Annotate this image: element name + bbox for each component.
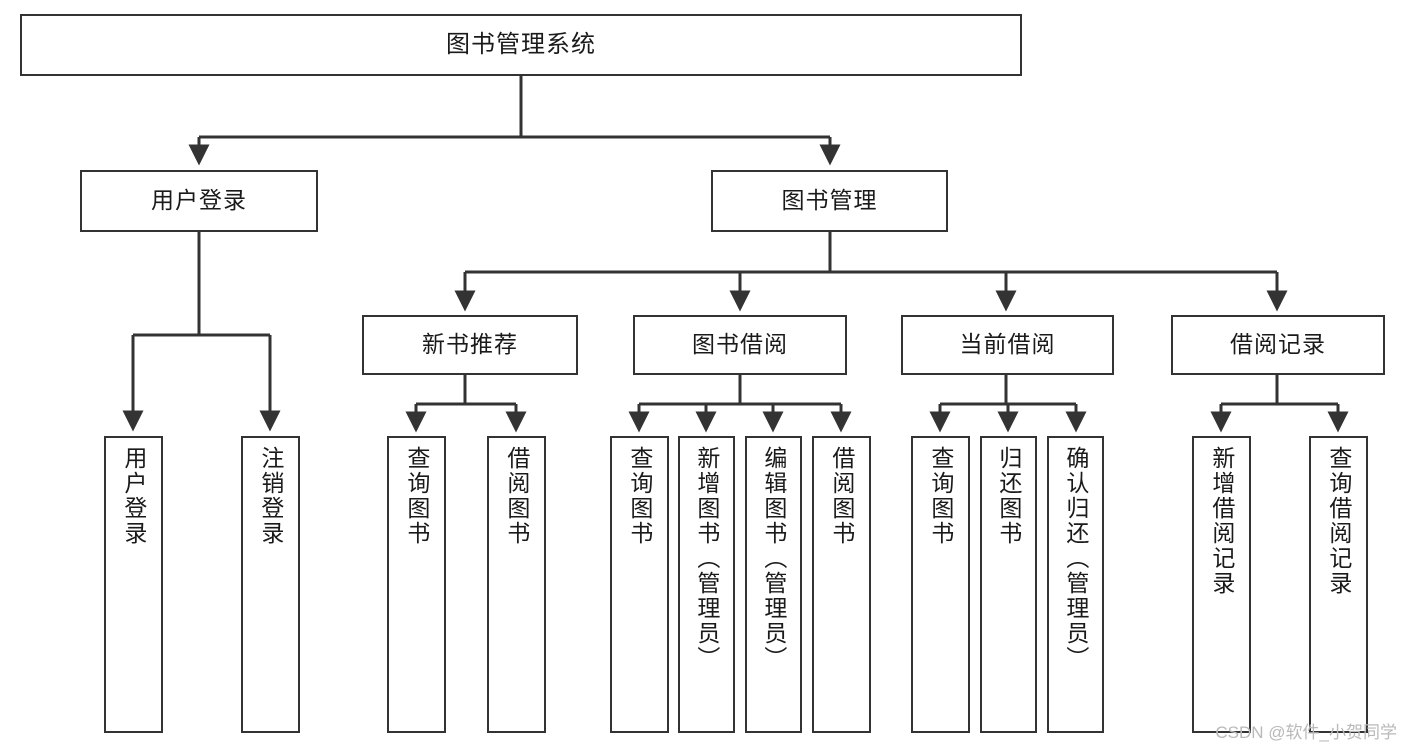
leaf-query-book-current[interactable]: 查询图书 (911, 436, 970, 733)
node-book-management[interactable]: 图书管理 (711, 170, 948, 232)
node-label: 查询图书 (927, 446, 954, 546)
leaf-return-book[interactable]: 归还图书 (980, 436, 1037, 733)
leaf-add-borrow-record[interactable]: 新增借阅记录 (1192, 436, 1251, 733)
node-label: 查询借阅记录 (1325, 446, 1352, 596)
leaf-query-book-borrow[interactable]: 查询图书 (610, 436, 669, 733)
node-label: 编辑图书（管理员） (760, 446, 787, 671)
node-new-book-recommend[interactable]: 新书推荐 (362, 315, 578, 375)
node-label: 用户登录 (120, 446, 147, 546)
leaf-borrow-book-rec[interactable]: 借阅图书 (487, 436, 546, 733)
node-label: 图书管理 (781, 187, 878, 214)
node-borrow-record[interactable]: 借阅记录 (1171, 315, 1385, 375)
node-label: 图书借阅 (692, 331, 788, 358)
node-book-borrow[interactable]: 图书借阅 (633, 315, 847, 375)
leaf-confirm-return-admin[interactable]: 确认归还（管理员） (1047, 436, 1104, 733)
node-label: 查询图书 (626, 446, 653, 546)
leaf-user-login[interactable]: 用户登录 (104, 436, 163, 733)
node-current-borrow[interactable]: 当前借阅 (901, 315, 1114, 375)
node-user-login[interactable]: 用户登录 (80, 170, 318, 232)
node-label: 归还图书 (995, 446, 1022, 546)
node-root-system[interactable]: 图书管理系统 (20, 14, 1022, 76)
csdn-watermark: CSDN @软件_小贺同学 (1215, 723, 1397, 742)
node-label: 当前借阅 (959, 331, 1056, 358)
node-label: 借阅图书 (828, 446, 855, 546)
leaf-query-borrow-record[interactable]: 查询借阅记录 (1309, 436, 1368, 733)
node-label: 查询图书 (403, 446, 430, 546)
node-label: 新增借阅记录 (1208, 446, 1235, 596)
leaf-borrow-book[interactable]: 借阅图书 (812, 436, 871, 733)
node-label: 借阅记录 (1230, 331, 1326, 358)
node-label: 借阅图书 (503, 446, 530, 546)
node-label: 用户登录 (151, 187, 247, 214)
leaf-add-book-admin[interactable]: 新增图书（管理员） (678, 436, 735, 733)
node-label: 注销登录 (257, 446, 284, 546)
node-label: 新书推荐 (422, 331, 518, 358)
leaf-edit-book-admin[interactable]: 编辑图书（管理员） (745, 436, 802, 733)
node-label: 确认归还（管理员） (1062, 446, 1089, 671)
leaf-logout[interactable]: 注销登录 (241, 436, 300, 733)
node-label: 新增图书（管理员） (693, 446, 720, 671)
node-label: 图书管理系统 (446, 30, 596, 58)
leaf-query-book-rec[interactable]: 查询图书 (387, 436, 446, 733)
